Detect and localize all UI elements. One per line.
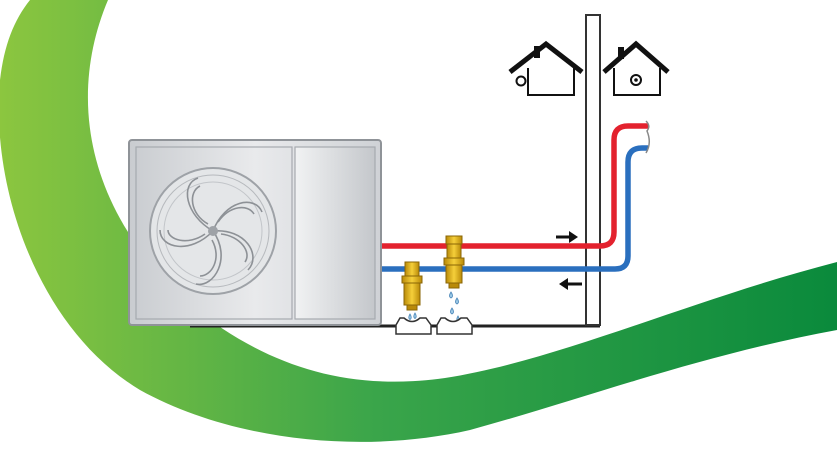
green-swoosh-band [0,0,837,442]
drain-valve-left [401,261,423,311]
house-icon-inside [602,40,670,96]
heat-pump-outdoor-unit [128,139,382,326]
return-pipe [378,145,648,272]
house-icon-outside [508,40,584,96]
water-drops-icon [408,291,460,322]
drain-tray-right [436,317,473,335]
drain-tray-left [395,317,432,335]
flow-arrow-out [559,278,582,290]
pipe-end-cap [645,120,650,154]
flow-arrow-in [556,231,578,243]
supply-pipe [378,123,648,249]
building-wall [585,14,601,326]
fan-icon [149,167,277,295]
drain-valve-right [443,235,465,289]
